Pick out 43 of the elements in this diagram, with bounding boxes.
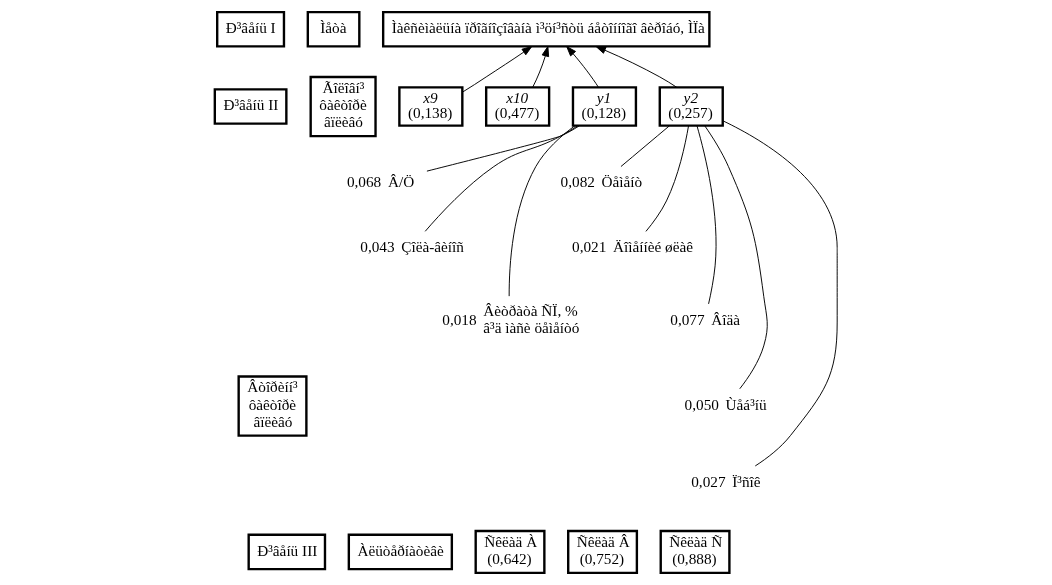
node-label: 0,043 (360, 238, 395, 256)
connector (645, 125, 690, 232)
connector (704, 125, 768, 390)
connector (620, 125, 671, 167)
connector (424, 125, 579, 232)
node-label: 0,021 (572, 238, 607, 256)
node-box: Ìåòà (306, 10, 361, 48)
node-box: Ñêëàä Ñ (0,888) (659, 529, 731, 575)
node-box: Ð³âåíü I (216, 10, 286, 48)
arrow (566, 46, 599, 88)
connector (426, 125, 580, 172)
node-box: y2 (0,257) (658, 86, 724, 127)
node-box: Ñêëàä Â (0,752) (567, 529, 639, 575)
connector (508, 125, 576, 297)
node-box: Àëüòåðíàòèâè (347, 533, 454, 571)
node-label: 0,077 (670, 310, 705, 328)
node-text: Âîäà (711, 310, 741, 328)
connector (696, 125, 717, 305)
arrow (462, 46, 533, 93)
node-box: Ð³âåíü II (213, 88, 288, 125)
node-box: y1 (0,128) (571, 86, 638, 127)
node-label: 0,018 (442, 310, 477, 328)
node-box: Ñêëàä À (0,642) (474, 529, 546, 575)
node-box: x10 (0,477) (485, 86, 551, 127)
arrow (595, 45, 678, 88)
node-label: 0,027 (691, 472, 726, 490)
node-box: Ð³âåíü III (247, 533, 327, 571)
node-text: Âèòðàòà ÑÏ, % â³ä ìàñè öåìåíòó (483, 302, 580, 337)
node-box: x9 (0,138) (398, 86, 464, 127)
node-label: 0,082 (560, 173, 595, 191)
node-text: Ùåá³íü (725, 395, 767, 413)
arrow (532, 46, 550, 88)
node-box: Ìàêñèìàëüíà ïðîãíîçîâàíà ì³öí³ñòü áåòîííîãî âèðîáó, ÌÏà (382, 10, 711, 48)
connector (722, 120, 838, 467)
node-text: Öåìåíò (601, 173, 643, 191)
node-label: 0,068 (346, 173, 382, 191)
node-text: Â/Ö (387, 173, 415, 191)
node-label: 0,050 (684, 395, 719, 413)
node-box: Âòîðèíí³ ôàêòîðè âïëèâó (237, 375, 308, 437)
node-text: Ï³ñîê (732, 472, 761, 490)
node-box: Ãîëîâí³ ôàêòîðè âïëèâó (309, 75, 377, 138)
node-text: Äîìåííèé øëàê (613, 238, 694, 256)
node-text: Çîëà-âèíîñ (401, 238, 464, 256)
